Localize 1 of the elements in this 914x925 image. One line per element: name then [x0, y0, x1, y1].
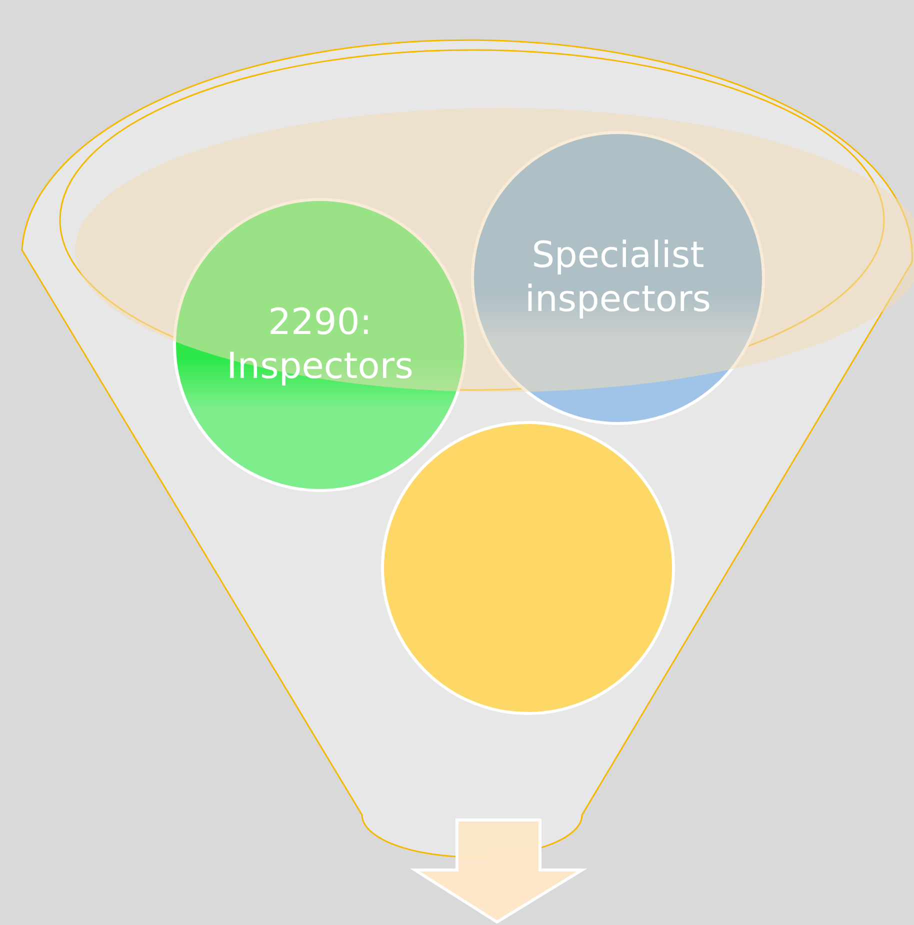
- node-label: Specialist inspectors: [524, 234, 712, 322]
